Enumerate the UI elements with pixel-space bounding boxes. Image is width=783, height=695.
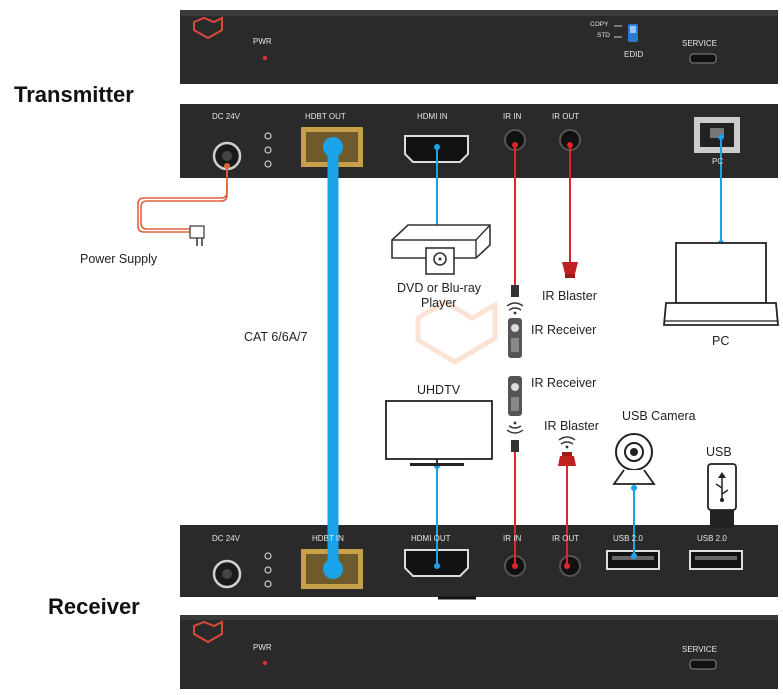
tx-hdmi-label: HDMI IN xyxy=(417,112,448,121)
usb-stick-icon xyxy=(707,463,737,528)
ir-receiver-icon-bottom xyxy=(506,376,524,452)
ir-receiver-icon-top xyxy=(506,285,524,358)
receiver-rear-panel xyxy=(180,525,778,600)
pwr-led xyxy=(262,55,268,61)
rx-ir-in-label: IR IN xyxy=(503,534,522,543)
ir-blaster-icon-bottom xyxy=(558,436,576,466)
transmitter-rear-panel xyxy=(180,104,778,178)
rx-hdmi-label: HDMI OUT xyxy=(411,534,451,543)
ir-blaster-top-label: IR Blaster xyxy=(542,289,597,303)
tx-edid-label: EDID xyxy=(624,50,644,59)
tx-copy-label: COPY xyxy=(590,21,609,28)
dvd-player-icon xyxy=(391,224,491,275)
rx-pwr-label: PWR xyxy=(253,643,272,652)
receiver-title: Receiver xyxy=(48,594,140,619)
rx-service-port[interactable] xyxy=(689,659,717,670)
rx-ir-out-label: IR OUT xyxy=(552,534,580,543)
power-supply-label: Power Supply xyxy=(80,252,158,266)
rx-service-label: SERVICE xyxy=(682,645,717,654)
tx-dc-label: DC 24V xyxy=(212,112,241,121)
transmitter-front-panel xyxy=(180,10,778,84)
tx-std-label: STD xyxy=(597,32,610,39)
tv-icon xyxy=(385,400,493,466)
cat-cable xyxy=(323,137,343,579)
rx-dc-label: DC 24V xyxy=(212,534,241,543)
usb-camera-icon xyxy=(612,433,656,485)
tx-ir-in-label: IR IN xyxy=(503,112,522,121)
ir-blaster-icon-top xyxy=(562,262,578,278)
cat-cable-label: CAT 6/6A/7 xyxy=(244,330,308,344)
ir-blaster-bottom-label: IR Blaster xyxy=(544,419,599,433)
logo-icon xyxy=(193,16,223,40)
ir-receiver-bottom-label: IR Receiver xyxy=(531,376,597,390)
tx-ir-out-label: IR OUT xyxy=(552,112,580,121)
rx-logo-icon xyxy=(193,620,223,644)
ir-receiver-top-label: IR Receiver xyxy=(531,323,597,337)
uhdtv-label: UHDTV xyxy=(417,383,461,397)
rx-usb1-label: USB 2.0 xyxy=(613,534,643,543)
dvd-label-line1: DVD or Blu-ray xyxy=(397,281,482,295)
watermark-logo-icon xyxy=(415,299,498,365)
tx-hdbt-label: HDBT OUT xyxy=(305,112,346,121)
rx-hdbt-label: HDBT IN xyxy=(312,534,344,543)
rx-usb2-label: USB 2.0 xyxy=(697,534,727,543)
usb-label: USB xyxy=(706,445,732,459)
tx-pc-label: PC xyxy=(712,157,724,166)
usb-camera-label: USB Camera xyxy=(622,409,696,423)
rx-pwr-led xyxy=(262,660,268,666)
receiver-front-panel xyxy=(180,615,778,689)
tx-pwr-label: PWR xyxy=(253,37,272,46)
service-port[interactable] xyxy=(689,53,717,64)
laptop-icon xyxy=(663,242,779,326)
pc-label: PC xyxy=(712,334,730,348)
power-adapter-icon xyxy=(189,225,205,239)
power-supply-cable xyxy=(137,163,230,246)
dvd-label-line2: Player xyxy=(421,296,457,310)
transmitter-title: Transmitter xyxy=(14,82,134,107)
tx-service-label: SERVICE xyxy=(682,39,717,48)
